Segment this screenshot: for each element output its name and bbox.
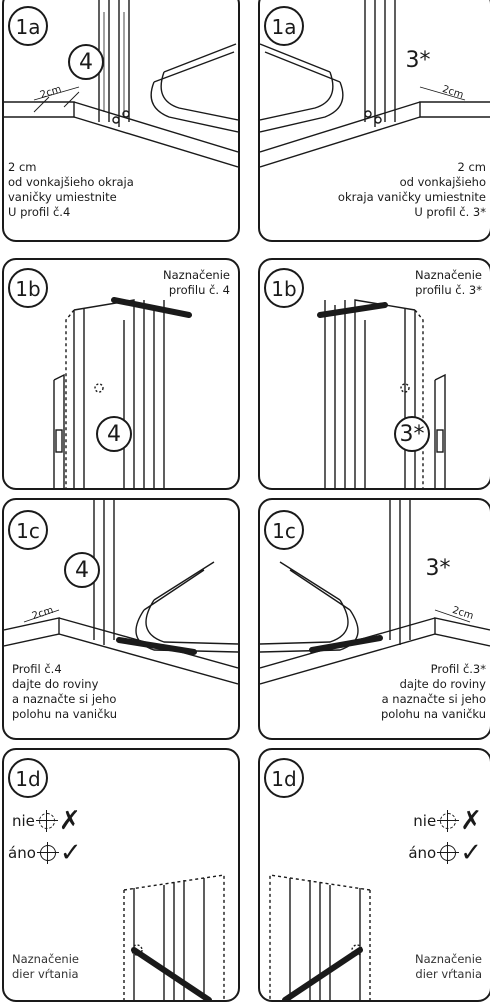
no-label: nie xyxy=(413,812,437,830)
panel-1b-right: 1b 3* Naznačenie profilu č. 3* xyxy=(258,258,490,490)
instruction-caption: Naznačenie profilu č. 3* xyxy=(415,268,482,298)
panel-1d-right: 1d nie ✗ áno ✓ Naznačenie dier vŕtania xyxy=(258,748,490,1002)
step-badge: 1a xyxy=(8,6,48,46)
profile-number-badge: 4 xyxy=(64,552,100,588)
dashed-target-icon xyxy=(437,810,460,832)
correct-marking-example: áno ✓ xyxy=(408,840,482,866)
caption-line: a naznačte si jeho xyxy=(381,692,486,706)
instruction-caption: Naznačenie dier vŕtania xyxy=(415,952,482,982)
check-icon: ✓ xyxy=(460,838,482,868)
profile-number-badge: 3* xyxy=(400,44,436,80)
caption-line: Naznačenie xyxy=(415,952,482,966)
correct-marking-example: áno ✓ xyxy=(8,840,82,866)
step-badge: 1d xyxy=(8,758,48,798)
yes-label: áno xyxy=(8,844,36,862)
caption-line: od vonkajšieho okraja xyxy=(8,175,134,189)
cross-icon: ✗ xyxy=(460,806,482,836)
cross-icon: ✗ xyxy=(58,806,81,836)
caption-line: dier vŕtania xyxy=(415,967,482,981)
caption-line: od vonkajšieho xyxy=(399,175,486,189)
caption-line: Profil č.4 xyxy=(12,662,62,676)
step-badge: 1a xyxy=(264,6,304,46)
profile-leveling-illustration xyxy=(260,500,490,685)
solid-target-icon xyxy=(437,842,460,864)
profile-marking-illustration xyxy=(317,299,446,488)
caption-line: Profil č.3* xyxy=(430,662,486,676)
caption-line: Naznačenie xyxy=(12,952,79,966)
step-badge: 1b xyxy=(264,268,304,308)
caption-line: vaničky umiestnite xyxy=(8,190,117,204)
profile-number-badge: 4 xyxy=(96,416,132,452)
panel-1b-left: 1b 4 Naznačenie profilu č. 4 xyxy=(2,258,240,490)
profile-tray-illustration xyxy=(4,0,238,168)
caption-line: 2 cm xyxy=(457,160,487,174)
profile-marking-illustration xyxy=(53,297,192,488)
caption-line: profilu č. 3* xyxy=(415,283,482,297)
step-badge: 1c xyxy=(264,510,304,550)
panel-1a-left: 1a 4 2cm 2 cm od vonkajšieho okraja vani… xyxy=(2,0,240,242)
caption-line: polohu na vaničku xyxy=(12,707,118,721)
profile-number-badge: 3* xyxy=(420,552,456,588)
instruction-caption: Profil č.3* dajte do roviny a naznačte s… xyxy=(380,662,486,722)
instruction-caption: Naznačenie dier vŕtania xyxy=(12,952,79,982)
instruction-caption: Profil č.4 dajte do roviny a naznačte si… xyxy=(12,662,118,722)
no-label: nie xyxy=(12,812,35,830)
instruction-caption: Naznačenie profilu č. 4 xyxy=(163,268,230,298)
dashed-target-icon xyxy=(35,810,58,832)
caption-line: okraja vaničky umiestnite xyxy=(337,190,486,204)
caption-line: profilu č. 4 xyxy=(168,283,230,297)
panel-1c-left: 1c 4 2cm Profil č.4 dajte do roviny a na… xyxy=(2,498,240,740)
caption-line: Naznačenie xyxy=(163,268,230,282)
caption-line: dajte do roviny xyxy=(399,677,486,691)
caption-line: dier vŕtania xyxy=(12,967,79,981)
panel-1d-left: 1d nie ✗ áno ✓ Naznačenie dier vŕtania xyxy=(2,748,240,1002)
check-icon: ✓ xyxy=(59,838,82,868)
caption-line: dajte do roviny xyxy=(12,677,99,691)
solid-target-icon xyxy=(36,842,59,864)
caption-line: 2 cm xyxy=(8,160,37,174)
wrong-marking-example: nie ✗ xyxy=(413,808,482,834)
caption-line: U profil č.4 xyxy=(8,205,71,219)
caption-line: a naznačte si jeho xyxy=(12,692,117,706)
panel-1a-right: 1a 3* 2cm 2 cm od vonkajšieho okraja van… xyxy=(258,0,490,242)
instruction-caption: 2 cm od vonkajšieho okraja vaničky umies… xyxy=(8,160,134,220)
profile-number-badge: 4 xyxy=(68,44,104,80)
caption-line: U profil č. 3* xyxy=(414,205,486,219)
step-badge: 1b xyxy=(8,268,48,308)
instruction-caption: 2 cm od vonkajšieho okraja vaničky umies… xyxy=(337,160,487,220)
caption-line: Naznačenie xyxy=(415,268,482,282)
panel-1c-right: 1c 3* 2cm Profil č.3* dajte do roviny a … xyxy=(258,498,490,740)
wrong-marking-example: nie ✗ xyxy=(12,808,81,834)
profile-tray-illustration xyxy=(260,0,490,168)
step-badge: 1c xyxy=(8,510,48,550)
caption-line: polohu na vaničku xyxy=(380,707,486,721)
profile-number-badge: 3* xyxy=(394,416,430,452)
step-badge: 1d xyxy=(264,758,304,798)
yes-label: áno xyxy=(408,844,437,862)
profile-leveling-illustration xyxy=(4,500,238,685)
